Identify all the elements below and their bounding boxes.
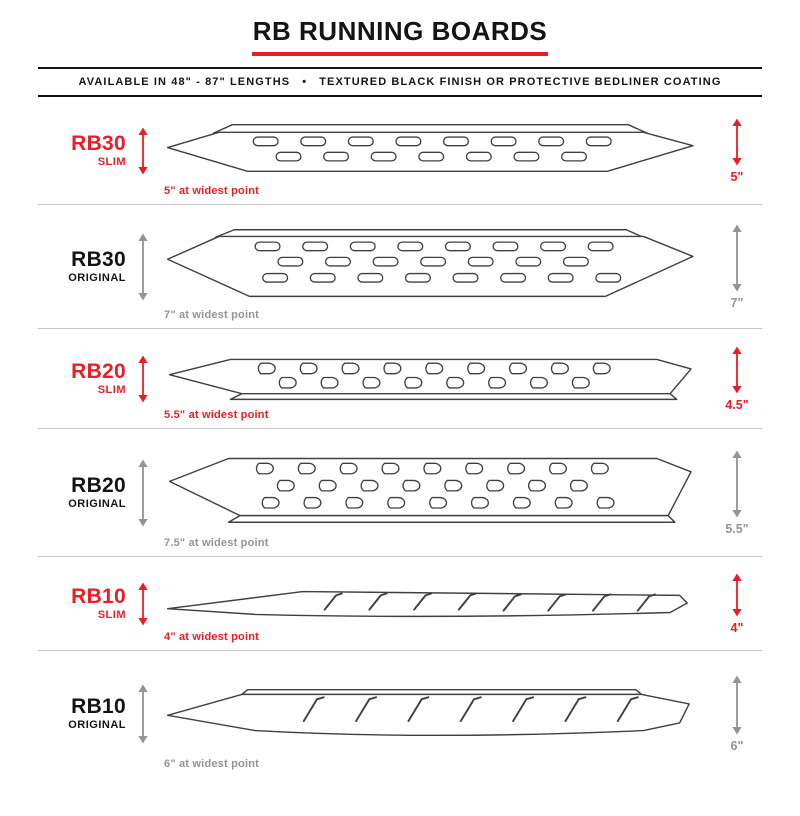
rb30-slim-board-drawing	[166, 124, 694, 173]
model-label: RB30 SLIM	[38, 131, 126, 169]
model-variant: SLIM	[97, 383, 126, 396]
widest-point-label: 7" at widest point	[164, 309, 259, 321]
vertical-dimension-arrow-icon	[732, 346, 742, 393]
subtitle-finish: TEXTURED BLACK FINISH OR PROTECTIVE BEDL…	[319, 76, 722, 88]
vertical-dimension-arrow-icon	[732, 450, 742, 517]
height-value: 4"	[730, 620, 744, 635]
height-value: 6"	[730, 739, 744, 753]
rb20-slim-board-drawing	[168, 358, 692, 401]
left-dimension	[126, 459, 160, 527]
board-row-rb20-original: RB20 ORIGINAL	[38, 429, 762, 557]
widest-point-label: 7.5" at widest point	[164, 537, 269, 549]
vertical-dimension-arrow-icon	[138, 582, 148, 625]
subtitle-bar: AVAILABLE IN 48" - 87" LENGTHS • TEXTURE…	[38, 67, 762, 97]
vertical-dimension-arrow-icon	[138, 127, 148, 174]
widest-point-label: 5" at widest point	[164, 185, 259, 197]
right-dimension: 7"	[712, 224, 762, 310]
vertical-dimension-arrow-icon	[732, 118, 742, 165]
left-dimension	[126, 684, 160, 744]
right-dimension: 6"	[712, 675, 762, 753]
vertical-dimension-arrow-icon	[138, 355, 148, 402]
height-value: 5.5"	[725, 521, 749, 536]
board-comparison-list: RB30 SLIM 5"	[38, 97, 762, 777]
left-dimension	[126, 582, 160, 626]
right-dimension: 4"	[712, 573, 762, 635]
model-name: RB10	[71, 695, 126, 719]
left-dimension	[126, 233, 160, 301]
model-label: RB10 SLIM	[38, 584, 126, 622]
vertical-dimension-arrow-icon	[138, 459, 148, 526]
vertical-dimension-arrow-icon	[732, 224, 742, 291]
board-row-rb10-slim: RB10 SLIM 4" 4" at widest point	[38, 557, 762, 651]
vertical-dimension-arrow-icon	[138, 233, 148, 300]
board-drawing	[160, 119, 712, 182]
height-value: 4.5"	[725, 397, 749, 412]
vertical-dimension-arrow-icon	[138, 684, 148, 744]
model-variant: SLIM	[97, 608, 126, 621]
height-value: 5"	[730, 169, 744, 184]
height-value: 7"	[730, 295, 744, 310]
model-variant: ORIGINAL	[68, 719, 126, 732]
rb10-slim-board-drawing	[166, 590, 688, 617]
page-header: RB RUNNING BOARDS AVAILABLE IN 48" - 87"…	[0, 16, 800, 97]
right-dimension: 5"	[712, 118, 762, 184]
model-variant: ORIGINAL	[68, 271, 126, 284]
rb30-original-board-drawing	[166, 228, 694, 297]
model-label: RB10 ORIGINAL	[38, 696, 126, 732]
vertical-dimension-arrow-icon	[732, 675, 742, 735]
title-underline	[252, 52, 548, 56]
vertical-dimension-arrow-icon	[732, 573, 742, 616]
board-drawing	[160, 449, 712, 537]
model-label: RB30 ORIGINAL	[38, 247, 126, 285]
widest-point-label: 4" at widest point	[164, 631, 259, 643]
model-label: RB20 ORIGINAL	[38, 473, 126, 511]
widest-point-label: 6" at widest point	[164, 758, 259, 770]
model-name: RB20	[71, 359, 126, 383]
board-drawing	[160, 583, 712, 625]
board-row-rb30-original: RB30 ORIGINAL	[38, 205, 762, 329]
rb10-original-board-drawing	[166, 688, 690, 736]
model-name: RB20	[71, 473, 126, 497]
board-row-rb10-original: RB10 ORIGINAL 6" 6"	[38, 651, 762, 777]
model-variant: ORIGINAL	[68, 497, 126, 510]
model-name: RB30	[71, 247, 126, 271]
board-drawing	[160, 348, 712, 409]
right-dimension: 4.5"	[712, 346, 762, 412]
subtitle-lengths: AVAILABLE IN 48" - 87" LENGTHS	[78, 76, 291, 88]
model-name: RB10	[71, 584, 126, 608]
left-dimension	[126, 127, 160, 175]
right-dimension: 5.5"	[712, 450, 762, 536]
board-drawing	[160, 683, 712, 746]
model-variant: SLIM	[97, 155, 126, 168]
model-label: RB20 SLIM	[38, 359, 126, 397]
left-dimension	[126, 355, 160, 403]
subtitle-separator: •	[302, 76, 308, 88]
rb20-original-board-drawing	[168, 457, 692, 523]
board-row-rb30-slim: RB30 SLIM 5"	[38, 97, 762, 205]
page-title: RB RUNNING BOARDS	[252, 16, 548, 46]
board-drawing	[160, 225, 712, 309]
model-name: RB30	[71, 131, 126, 155]
board-row-rb20-slim: RB20 SLIM 4.5"	[38, 329, 762, 429]
widest-point-label: 5.5" at widest point	[164, 409, 269, 421]
